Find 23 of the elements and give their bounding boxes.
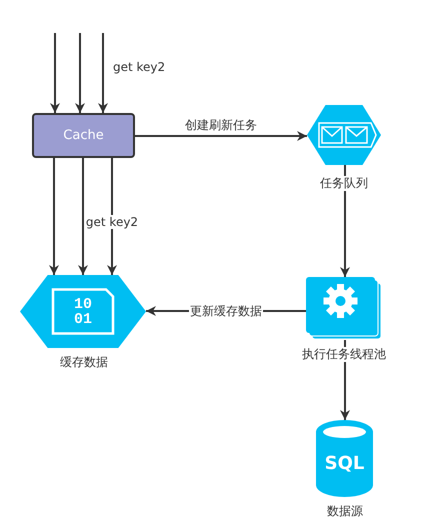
queue-hexagon	[307, 105, 381, 165]
arrow	[107, 158, 117, 275]
edge-label: 更新缓存数据	[189, 304, 263, 318]
binary-digits: 10 01	[73, 296, 93, 326]
edge-label: 创建刷新任务	[184, 118, 258, 132]
node-caption: 数据源	[327, 504, 363, 519]
database-label: SQL	[324, 456, 364, 471]
cache-label: Cache	[63, 128, 104, 143]
arrow	[78, 158, 88, 275]
node-caption: 执行任务线程池	[302, 347, 386, 362]
node-caption: 任务队列	[320, 176, 368, 191]
edge-label: get key2	[84, 215, 140, 229]
arrow	[75, 33, 85, 113]
cache-box	[32, 113, 135, 158]
arrow	[98, 33, 108, 113]
arrow	[50, 33, 60, 113]
thread-pool-box	[306, 277, 382, 340]
node-caption: 缓存数据	[60, 355, 108, 370]
edge-label: get key2	[112, 60, 166, 74]
arrow	[135, 131, 307, 141]
arrow	[49, 158, 59, 275]
data-hexagon	[20, 275, 146, 348]
database-cylinder	[316, 420, 373, 497]
